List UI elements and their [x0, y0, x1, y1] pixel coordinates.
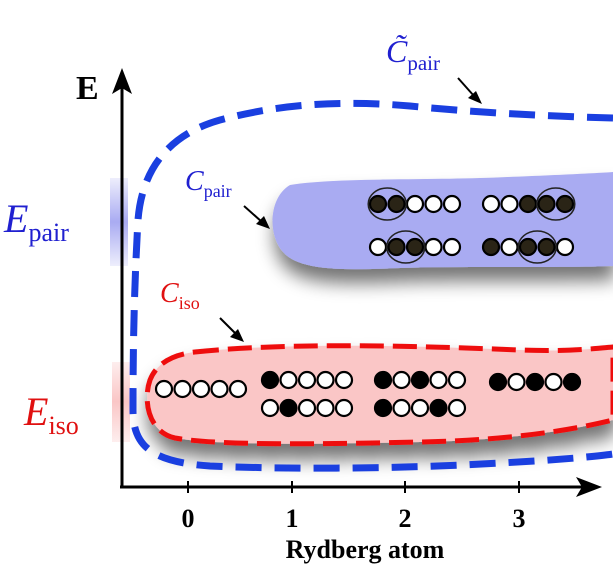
ground-atom — [507, 372, 526, 392]
atom-row — [488, 372, 582, 392]
ground-atom — [500, 237, 519, 257]
ground-atom — [334, 370, 354, 390]
ground-atom — [442, 237, 462, 257]
ground-atom — [481, 194, 501, 214]
atom-row — [481, 230, 575, 264]
x-axis — [120, 477, 602, 497]
atom-row — [368, 230, 462, 264]
rydberg-atom — [387, 194, 406, 214]
atom-row — [260, 370, 354, 390]
ground-atom — [405, 194, 425, 214]
ground-atom — [228, 379, 248, 399]
rydberg-atom — [562, 372, 582, 392]
ground-atom — [260, 398, 280, 418]
ground-atom — [154, 379, 174, 399]
rydberg-atom — [387, 237, 406, 257]
rydberg-atom — [555, 194, 575, 214]
atom-row — [260, 398, 354, 418]
arrow-c-pair — [243, 205, 270, 229]
region-c-iso — [144, 343, 613, 447]
ground-atom — [392, 398, 411, 418]
ground-atom — [424, 194, 443, 214]
atom-row — [154, 379, 248, 399]
rydberg-atom — [410, 370, 430, 390]
ground-atom — [368, 237, 388, 257]
rydberg-atom — [518, 237, 538, 257]
rydberg-atom — [488, 372, 508, 392]
label-c-pair: Cpair — [185, 166, 232, 201]
atom-row — [481, 187, 576, 221]
label-c-tilde-pair: C̃pair — [386, 33, 440, 75]
rydberg-atom — [518, 194, 538, 214]
arrow-c-tilde-pair — [457, 77, 482, 104]
x-tick-label: 0 — [182, 504, 195, 533]
ground-atom — [316, 398, 335, 418]
ground-atom — [191, 379, 211, 399]
rydberg-atom — [405, 237, 425, 257]
ground-atom — [410, 398, 430, 418]
ground-atom — [316, 370, 335, 390]
atom-row — [373, 398, 467, 418]
ground-atom — [500, 194, 519, 214]
ground-atom — [447, 370, 467, 390]
rydberg-atom — [368, 194, 388, 214]
x-axis-label: Rydberg atom — [286, 535, 445, 564]
pair-circle — [517, 230, 558, 264]
label-c-iso: Ciso — [160, 278, 200, 313]
rydberg-atom — [373, 370, 393, 390]
x-tick-label: 2 — [399, 504, 412, 533]
rydberg-atom — [279, 398, 298, 418]
rydberg-atom — [525, 372, 545, 392]
ground-atom — [447, 398, 467, 418]
ground-atom — [297, 370, 317, 390]
ground-atom — [429, 370, 448, 390]
energy-band-pair — [110, 178, 128, 266]
x-tick-label: 3 — [513, 504, 526, 533]
atom-configurations — [154, 187, 582, 418]
y-axis — [112, 68, 132, 488]
pair-circle — [535, 187, 576, 221]
ground-atom — [424, 237, 443, 257]
rydberg-atom — [537, 237, 556, 257]
atom-row — [367, 187, 462, 221]
rydberg-atom — [481, 237, 501, 257]
y-axis-label: E — [76, 70, 99, 107]
rydberg-atom — [373, 398, 393, 418]
energy-label-iso: Eiso — [23, 389, 79, 440]
rydberg-atom — [429, 398, 448, 418]
ground-atom — [544, 372, 563, 392]
ground-atom — [555, 237, 575, 257]
ground-atom — [334, 398, 354, 418]
x-tick-label: 1 — [286, 504, 299, 533]
ground-atom — [442, 194, 462, 214]
rydberg-atom — [260, 370, 280, 390]
pair-circle — [385, 230, 426, 264]
ground-atom — [279, 370, 298, 390]
energy-label-pair: Epair — [3, 196, 69, 247]
ground-atom — [297, 398, 317, 418]
arrow-c-iso — [219, 317, 244, 342]
region-c-tilde-pair — [129, 99, 613, 472]
ground-atom — [392, 370, 411, 390]
atom-row — [373, 370, 467, 390]
ground-atom — [173, 379, 192, 399]
ground-atom — [210, 379, 229, 399]
pair-circle — [367, 187, 408, 221]
x-ticks: 0 1 2 3 — [182, 481, 526, 533]
rydberg-atom — [537, 194, 556, 214]
